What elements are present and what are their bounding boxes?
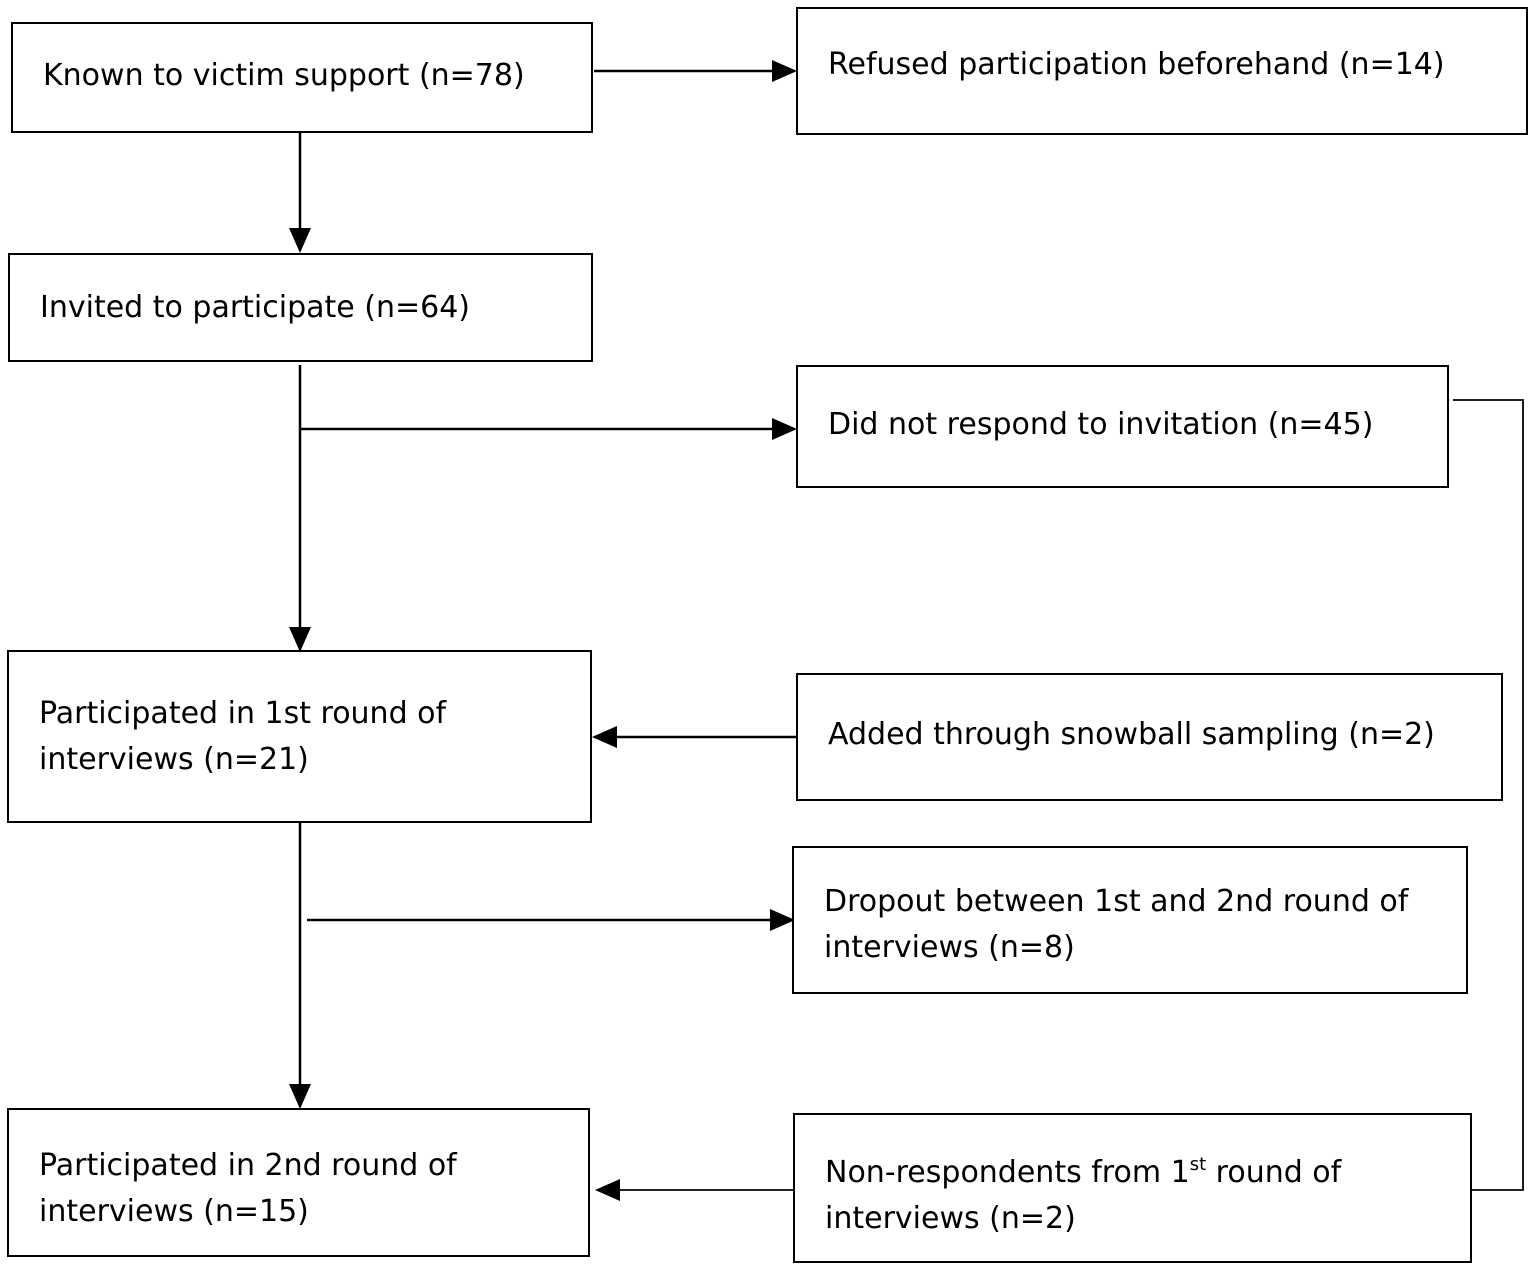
arrowhead-round2: [289, 1084, 311, 1109]
box-refused-participation: Refused participation beforehand (n=14): [796, 7, 1528, 135]
invited-label: Invited to participate (n=64): [40, 289, 471, 325]
arrowhead-snowball: [592, 726, 617, 748]
arrowhead-refused: [772, 60, 797, 82]
round1-line2: interviews (n=21): [39, 741, 309, 777]
dropout-line2: interviews (n=8): [824, 930, 1075, 965]
arrowhead-round1: [289, 627, 311, 652]
box-invited-to-participate: Invited to participate (n=64): [8, 253, 593, 362]
box-participated-round-1: Participated in 1st round of interviews …: [7, 650, 592, 823]
box-snowball-sampling: Added through snowball sampling (n=2): [796, 673, 1503, 801]
arrowhead-no-response: [772, 418, 797, 440]
non-respondents-label: Non-respondents from 1st round of interv…: [825, 1150, 1341, 1242]
no-response-label: Did not respond to invitation (n=45): [828, 406, 1374, 442]
round2-line1: Participated in 2nd round of: [39, 1147, 457, 1183]
round1-label: Participated in 1st round of interviews …: [39, 691, 446, 783]
bracket-no-response-to-non-respondents: [1453, 399, 1524, 1191]
round1-line1: Participated in 1st round of: [39, 695, 447, 731]
arrowhead-non-respondents: [595, 1179, 620, 1201]
dropout-line1: Dropout between 1st and 2nd round of: [824, 884, 1409, 919]
arrowhead-dropout: [770, 909, 795, 931]
box-participated-round-2: Participated in 2nd round of interviews …: [7, 1108, 590, 1257]
known-label: Known to victim support (n=78): [43, 57, 525, 93]
round2-label: Participated in 2nd round of interviews …: [39, 1143, 457, 1235]
box-dropout-between-rounds: Dropout between 1st and 2nd round of int…: [792, 846, 1468, 994]
round2-line2: interviews (n=15): [39, 1193, 309, 1229]
non-resp-suffix: round of: [1206, 1155, 1342, 1190]
refused-label: Refused participation beforehand (n=14): [828, 47, 1445, 82]
non-resp-superscript: st: [1189, 1154, 1207, 1175]
box-known-to-victim-support: Known to victim support (n=78): [11, 22, 593, 133]
non-resp-prefix: Non-respondents from 1: [825, 1155, 1190, 1190]
non-resp-line2: interviews (n=2): [825, 1201, 1076, 1236]
box-non-respondents-round-1: Non-respondents from 1st round of interv…: [793, 1113, 1472, 1263]
snowball-label: Added through snowball sampling (n=2): [828, 717, 1435, 752]
box-did-not-respond: Did not respond to invitation (n=45): [796, 365, 1449, 488]
arrowhead-invited: [289, 228, 311, 253]
dropout-label: Dropout between 1st and 2nd round of int…: [824, 879, 1408, 971]
